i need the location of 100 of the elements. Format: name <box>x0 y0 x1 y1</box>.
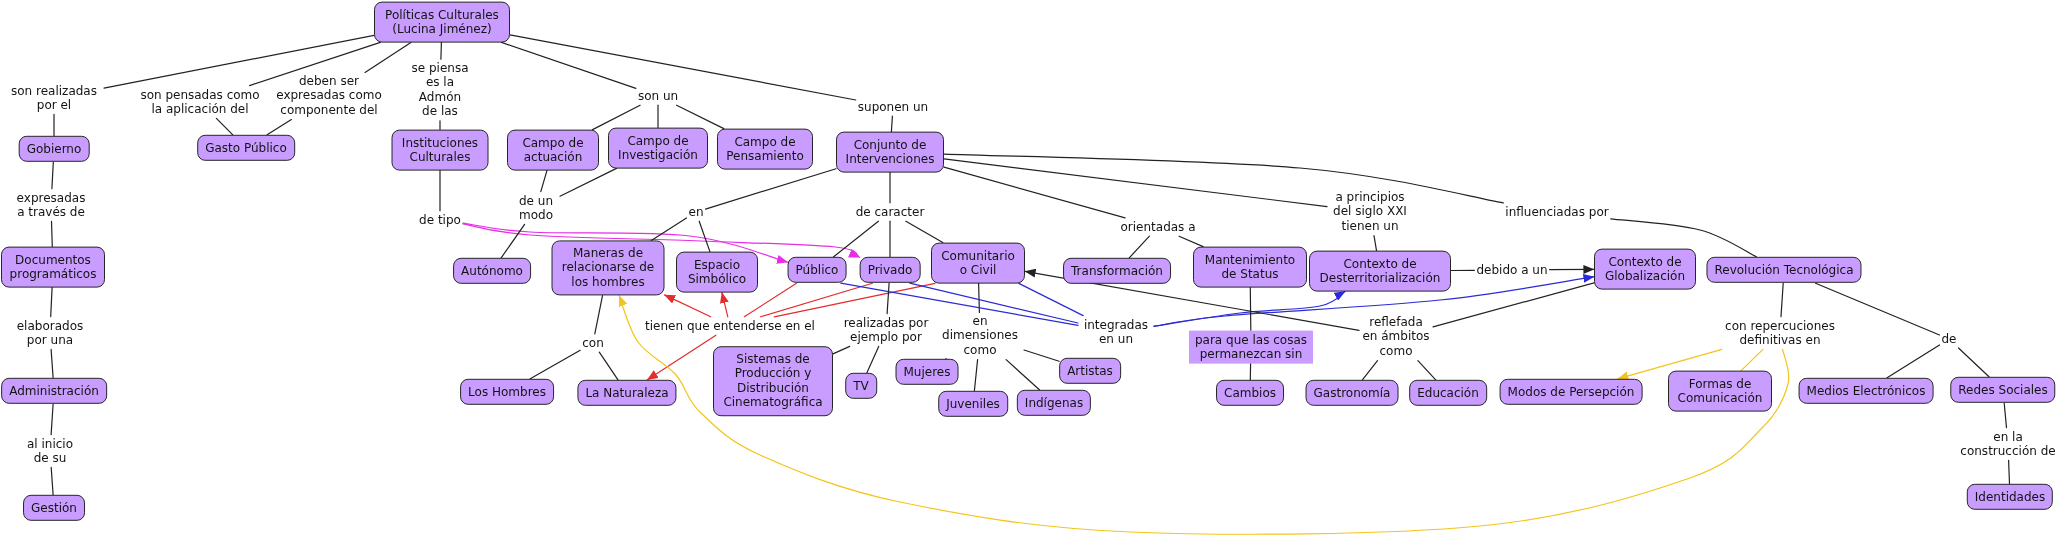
concept-node: Contexto de Globalización <box>1594 248 1696 290</box>
arrow <box>1024 268 1360 331</box>
arrow <box>646 334 717 381</box>
connector-line <box>650 217 688 241</box>
concept-node: La Naturaleza <box>577 379 677 407</box>
concept-node: Gastronomía <box>1305 379 1399 407</box>
concept-node: Educación <box>1409 379 1487 407</box>
connector-line <box>889 220 891 258</box>
concept-node: Cambios <box>1216 379 1284 407</box>
connector-line <box>50 403 54 436</box>
arrow <box>720 291 729 318</box>
linking-phrase: al inicio de su <box>23 436 77 466</box>
linking-phrase: expresadas a través de <box>14 190 88 220</box>
connector-line <box>540 169 548 193</box>
arrow <box>1153 290 1346 327</box>
connector-line <box>1432 282 1595 328</box>
connector-line <box>364 41 412 73</box>
linking-phrase: en la construcción de <box>1958 429 2058 459</box>
connector-line <box>1957 347 1990 378</box>
connector-line <box>50 348 54 379</box>
concept-node: Medios Electrónicos <box>1798 377 1934 405</box>
linking-phrase: de caracter <box>855 204 925 220</box>
connector-line <box>760 282 873 318</box>
linking-phrase: elaborados por una <box>12 318 88 348</box>
connector-line <box>1023 349 1060 362</box>
connector-line <box>1450 269 1475 272</box>
connector-line <box>1018 282 1084 317</box>
connector-line <box>50 286 53 318</box>
connector-line <box>1128 235 1150 259</box>
connector-line <box>529 349 581 380</box>
linking-phrase: reflefada en ámbitos como <box>1361 315 1431 359</box>
linking-phrase: a principios del siglo XXI tienen un <box>1329 190 1411 234</box>
connector-line <box>1361 360 1379 381</box>
arrow <box>1153 273 1595 327</box>
connector-line <box>840 282 1079 326</box>
connector-line <box>53 113 55 137</box>
linking-phrase: realizadas por ejemplo por <box>841 315 931 345</box>
connector-line <box>50 220 53 248</box>
connector-line <box>509 34 857 101</box>
highlighted-phrase: para que las cosas permanezcan sin <box>1189 330 1313 364</box>
connector-line <box>833 220 879 258</box>
concept-node: Contexto de Desterritorialización <box>1309 250 1451 292</box>
connector-line <box>832 345 851 355</box>
connector-line <box>440 41 442 60</box>
connector-line <box>1886 344 1941 379</box>
connector-line <box>704 168 837 210</box>
concept-node: Instituciones Culturales <box>391 129 489 171</box>
concept-node: Maneras de relacionarse de los hombres <box>551 240 665 296</box>
concept-node: Administración <box>1 377 107 405</box>
linking-phrase: se piensa es la Admón de las <box>410 61 470 119</box>
arrow <box>663 294 712 318</box>
connector-line <box>866 345 880 374</box>
connector-line <box>889 171 891 204</box>
linking-phrase: suponen un <box>857 99 929 115</box>
linking-phrase: son realizadas por el <box>6 83 102 113</box>
connector-line <box>773 282 936 318</box>
concept-node: Conjunto de Intervenciones <box>836 131 944 173</box>
connector-line <box>2003 402 2008 429</box>
linking-phrase: de tipo <box>419 212 461 228</box>
concept-node: Campo de actuación <box>507 129 599 171</box>
connector-line <box>439 120 441 131</box>
arrow <box>1617 348 1723 381</box>
connector-line <box>909 282 1079 324</box>
linking-phrase: con repercuciones definitivas en <box>1722 318 1838 348</box>
linking-phrase: son un <box>637 88 679 104</box>
connector-line <box>973 359 979 392</box>
concept-node: Gobierno <box>18 135 90 163</box>
connector-line <box>1178 235 1204 248</box>
concept-node: Formas de Comunicación <box>1668 370 1772 412</box>
linking-phrase: en dimensiones como <box>938 314 1022 358</box>
concept-node: TV <box>845 372 877 400</box>
arrow <box>462 223 861 258</box>
concept-node: Campo de Pensamiento <box>717 128 813 170</box>
concept-node: Mantenimiento de Status <box>1193 246 1307 288</box>
concept-node: Artistas <box>1059 357 1121 385</box>
concept-node: Identidades <box>1966 483 2054 511</box>
linking-phrase: debido a un <box>1476 262 1548 278</box>
concept-node: Campo de Investigación <box>608 127 708 169</box>
concept-node: Documentos programáticos <box>1 246 105 288</box>
connector-line <box>439 169 441 212</box>
concept-node: Mujeres <box>895 358 959 386</box>
concept-node: Público <box>787 256 847 284</box>
connector-line <box>103 34 375 89</box>
connector-line <box>943 158 1328 208</box>
connector-line <box>905 220 944 244</box>
concept-node: Privado <box>859 256 921 284</box>
concept-node: Juveniles <box>938 390 1008 418</box>
linking-phrase: orientadas a <box>1120 219 1196 235</box>
connector-line <box>698 220 711 253</box>
connector-line <box>1610 218 1757 258</box>
connector-line <box>1373 235 1378 252</box>
connector-line <box>500 41 637 89</box>
concept-node: Transformación <box>1063 257 1171 285</box>
connector-line <box>50 466 54 496</box>
linking-phrase: de <box>1941 331 1957 347</box>
linking-phrase: con <box>582 335 604 351</box>
arrow <box>462 222 789 264</box>
connector-line <box>890 115 893 133</box>
linking-phrase: deben ser expresadas como componente del <box>273 74 385 118</box>
connector-line <box>943 166 1126 219</box>
